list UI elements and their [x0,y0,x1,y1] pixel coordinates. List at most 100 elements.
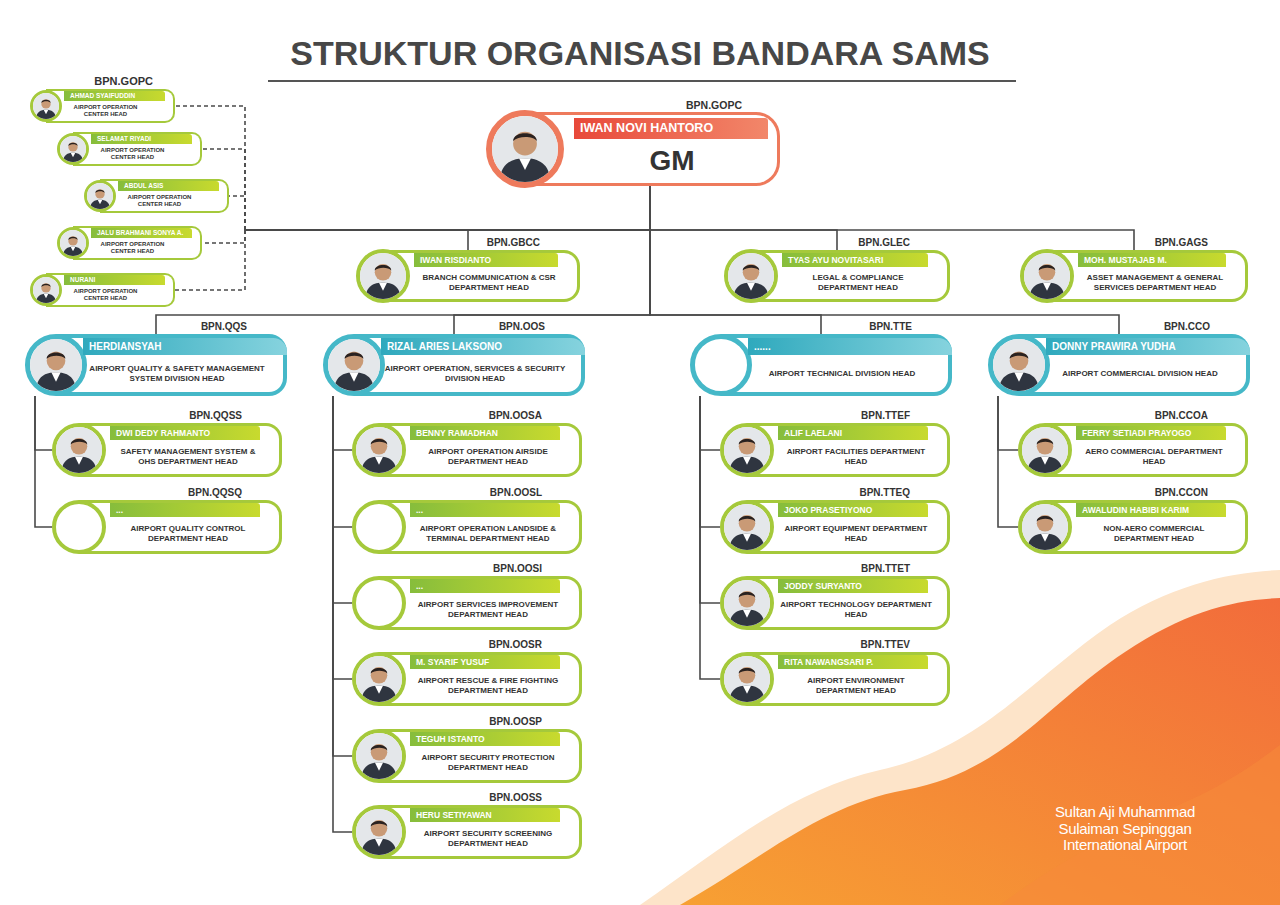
department-box: BPN.GBCCIWAN RISDIANTOBRANCH COMMUNICATI… [356,250,580,302]
gm-box: BPN.GOPCIWAN NOVI HANTOROGM [486,112,780,186]
name-bar: RITA NAWANGSARI P. [778,655,928,669]
portrait-body [1030,282,1065,299]
name-bar: DWI DEDY RAHMANTO [110,426,260,440]
role-text: BRANCH COMMUNICATION & CSR DEPARTMENT HE… [416,273,562,293]
portrait-collar [44,294,49,299]
portrait-hair [1039,265,1056,271]
name-bar: AWALUDIN HABIBI KARIM [1076,503,1226,517]
portrait-head [95,189,104,198]
portrait-hair [739,592,756,598]
unit-code: BPN.OOSA [489,410,542,421]
unit-code: BPN.CCO [1164,321,1210,332]
connector [333,396,352,679]
role-text: ASSET MANAGEMENT & GENERAL SERVICES DEPA… [1080,273,1230,293]
portrait-hair [1037,516,1054,522]
portrait-collar [375,762,383,770]
peach-wave [640,570,1280,905]
department-box: BPN.OOSABENNY RAMADHANAIRPORT OPERATION … [352,423,582,477]
photo-circle [486,110,564,188]
aoc-box: JALU BRAHMANI SONYA A.AIRPORT OPERATION … [57,226,202,260]
portrait-ground [724,580,770,626]
portrait-body [730,533,765,550]
portrait-ground [356,427,402,473]
portrait-icon [356,656,402,702]
connector-segment [245,186,650,230]
unit-code: BPN.OOSP [489,716,542,727]
portrait-ground [360,253,406,299]
unit-code: BPN.GOPC [94,75,153,87]
portrait-body [63,247,83,256]
role-text: AIRPORT FACILITIES DEPARTMENT HEAD [780,447,932,467]
portrait-collar [375,685,383,693]
portrait-ground [724,427,770,473]
portrait-body [36,294,56,303]
department-box: BPN.TTETJODDY SURYANTOAIRPORT TECHNOLOGY… [720,576,950,630]
unit-code: BPN.CCOA [1155,410,1208,421]
connector-segment [229,196,245,230]
portrait-icon [60,230,86,256]
role-text: AIRPORT OPERATION CENTER HEAD [93,241,172,256]
unit-code: BPN.TTET [861,563,910,574]
unit-code: BPN.OOS [499,321,545,332]
dashed-connector [229,186,650,230]
portrait-collar [71,247,76,252]
portrait-hair [739,439,756,445]
portrait-ground [33,93,59,119]
role-text: AIRPORT SECURITY SCREENING DEPARTMENT HE… [412,829,564,849]
role-text: AIRPORT OPERATION CENTER HEAD [120,194,199,209]
portrait-icon [728,253,774,299]
department-box: BPN.GLECTYAS AYU NOVITASARILEGAL & COMPL… [724,250,950,302]
connector [468,186,650,250]
portrait-body [366,282,401,299]
photo-circle [57,133,89,165]
portrait-head [1037,515,1054,532]
connector [35,396,52,450]
portrait-body [730,685,765,702]
photo-circle [352,500,406,554]
division-box: BPN.OOSRIZAL ARIES LAKSONOAIRPORT OPERAT… [323,334,585,396]
department-box: BPN.OOSPTEGUH ISTANTOAIRPORT SECURITY PR… [352,729,582,783]
photo-circle [352,805,406,859]
photo-circle [352,423,406,477]
dashed-connector [202,186,650,243]
portrait-head [739,667,756,684]
portrait-hair [743,265,760,271]
connector [333,396,352,832]
portrait-hair [375,265,392,271]
photo-circle [1020,249,1074,303]
portrait-ground [60,136,86,162]
portrait-collar [743,609,751,617]
portrait-body [362,838,397,855]
portrait-head [41,283,50,292]
portrait-icon [1024,253,1070,299]
connector [333,396,352,527]
portrait-head [371,438,388,455]
connector [156,186,650,334]
portrait-ground [728,253,774,299]
portrait-body [1028,456,1063,473]
connector [700,396,720,527]
photo-circle [352,576,406,630]
photo-circle [720,500,774,554]
portrait-collar [1014,372,1023,381]
portrait-body [1028,533,1063,550]
connector-segment [245,186,650,230]
portrait-head [371,820,388,837]
portrait-ground [30,339,82,391]
portrait-collar [71,153,76,158]
portrait-body [730,456,765,473]
name-bar: MOH. MUSTAJAB M. [1078,253,1226,267]
photo-circle [1018,423,1072,477]
role-text: AIRPORT SERVICES IMPROVEMENT DEPARTMENT … [412,600,564,620]
role-text: AIRPORT OPERATION CENTER HEAD [66,288,145,303]
unit-code: BPN.CCON [1155,487,1208,498]
portrait-collar [379,282,387,290]
portrait-hair [68,237,77,240]
portrait-head [1039,264,1056,281]
portrait-body [734,282,769,299]
portrait-icon [87,183,113,209]
photo-circle [720,576,774,630]
name-bar: ...... [748,338,952,355]
portrait-ground [1022,427,1068,473]
